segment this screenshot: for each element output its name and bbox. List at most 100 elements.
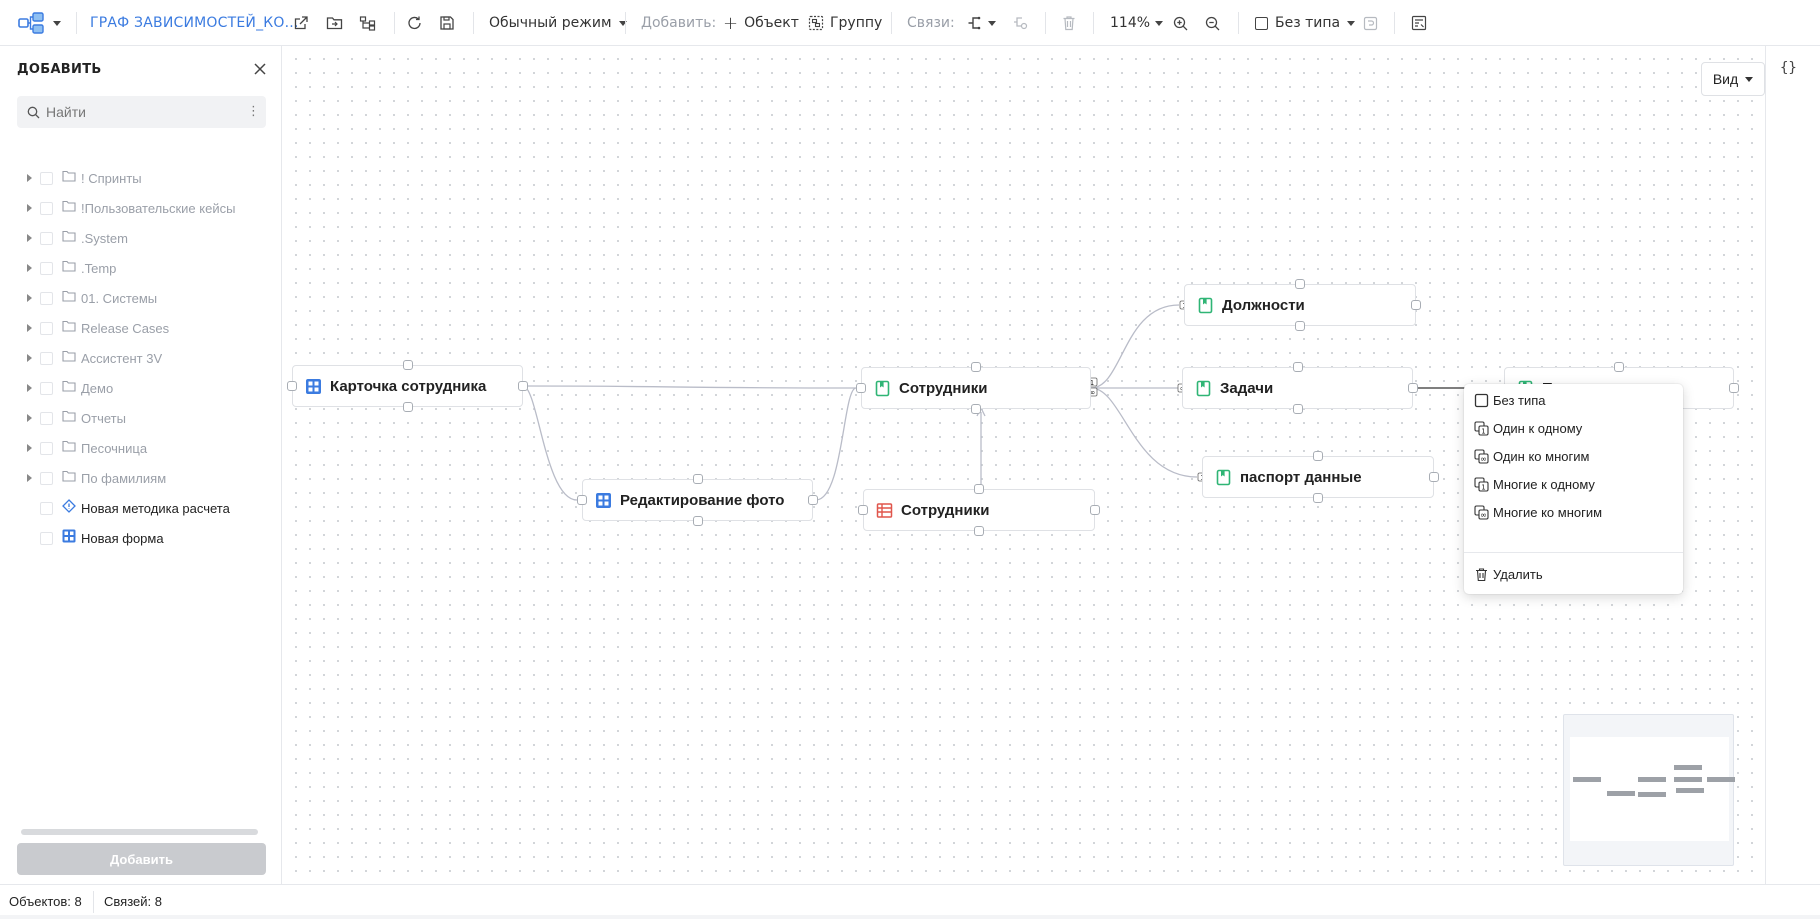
link-settings-button[interactable] <box>1012 0 1028 46</box>
node-tasks[interactable]: Задачи <box>1182 367 1413 409</box>
menu-item-many-to-one[interactable]: 1 Многие к одному <box>1464 470 1683 498</box>
tree-item[interactable]: Ассистент 3V <box>0 343 282 373</box>
json-view-button[interactable]: {} <box>1780 60 1797 76</box>
tree-item[interactable]: .Temp <box>0 253 282 283</box>
port[interactable] <box>1411 300 1421 310</box>
expand-arrow-icon[interactable] <box>27 234 32 242</box>
port[interactable] <box>1295 321 1305 331</box>
node-employees[interactable]: Сотрудники <box>861 367 1091 409</box>
port[interactable] <box>693 474 703 484</box>
node-passport-data[interactable]: паспорт данные <box>1202 456 1434 498</box>
port[interactable] <box>1293 362 1303 372</box>
tree-checkbox[interactable] <box>40 322 53 335</box>
node-positions[interactable]: Должности <box>1184 284 1416 326</box>
tree-checkbox[interactable] <box>40 382 53 395</box>
refresh-button[interactable] <box>406 0 423 46</box>
app-logo-menu[interactable] <box>18 0 61 46</box>
tree-item[interactable]: По фамилиям <box>0 463 282 493</box>
tree-checkbox[interactable] <box>40 232 53 245</box>
tree-checkbox[interactable] <box>40 502 53 515</box>
tree-item[interactable]: Новая форма <box>0 523 282 553</box>
minimap[interactable] <box>1563 714 1734 866</box>
add-group-button[interactable]: Группу <box>808 0 882 46</box>
tree-checkbox[interactable] <box>40 262 53 275</box>
tree-checkbox[interactable] <box>40 292 53 305</box>
port[interactable] <box>808 495 818 505</box>
tree-item[interactable]: .System <box>0 223 282 253</box>
tree-checkbox[interactable] <box>40 352 53 365</box>
tree-item[interactable]: 01. Системы <box>0 283 282 313</box>
port[interactable] <box>1090 505 1100 515</box>
tree-checkbox[interactable] <box>40 412 53 425</box>
move-to-folder-button[interactable] <box>326 0 343 46</box>
tree-item[interactable]: Release Cases <box>0 313 282 343</box>
port[interactable] <box>1429 472 1439 482</box>
menu-item-no-type[interactable]: Без типа <box>1464 386 1683 414</box>
link-type-select[interactable] <box>967 0 996 46</box>
expand-arrow-icon[interactable] <box>27 384 32 392</box>
node-edit-photo[interactable]: Редактирование фото <box>582 479 813 521</box>
port[interactable] <box>287 381 297 391</box>
horizontal-scrollbar[interactable] <box>21 829 258 835</box>
tree-item[interactable]: Новая методика расчета <box>0 493 282 523</box>
port[interactable] <box>518 381 528 391</box>
tree-checkbox[interactable] <box>40 532 53 545</box>
port[interactable] <box>577 495 587 505</box>
expand-arrow-icon[interactable] <box>27 354 32 362</box>
tree-checkbox[interactable] <box>40 442 53 455</box>
tree-item[interactable]: Песочница <box>0 433 282 463</box>
port[interactable] <box>1729 383 1739 393</box>
expand-arrow-icon[interactable] <box>27 204 32 212</box>
mode-select[interactable]: Обычный режим <box>489 0 627 46</box>
zoom-out-button[interactable] <box>1205 0 1220 46</box>
menu-item-one-to-one[interactable]: 1 Один к одному <box>1464 414 1683 442</box>
port[interactable] <box>1408 383 1418 393</box>
add-button[interactable]: Добавить <box>17 843 266 875</box>
tree-item[interactable]: ! Спринты <box>0 163 282 193</box>
save-button[interactable] <box>439 0 455 46</box>
tree-item[interactable]: !Пользовательские кейсы <box>0 193 282 223</box>
tree-item[interactable]: Демо <box>0 373 282 403</box>
structure-button[interactable] <box>359 0 376 46</box>
expand-arrow-icon[interactable] <box>27 414 32 422</box>
search-input[interactable]: Найти ⋮ <box>17 96 266 128</box>
expand-arrow-icon[interactable] <box>27 264 32 272</box>
port[interactable] <box>1293 404 1303 414</box>
view-button[interactable]: Вид <box>1701 62 1765 96</box>
expand-arrow-icon[interactable] <box>27 444 32 452</box>
add-object-button[interactable]: + Объект <box>723 0 799 46</box>
port[interactable] <box>1614 362 1624 372</box>
port[interactable] <box>856 383 866 393</box>
delete-button[interactable] <box>1062 0 1076 46</box>
port[interactable] <box>971 404 981 414</box>
expand-arrow-icon[interactable] <box>27 474 32 482</box>
open-external-button[interactable] <box>293 0 309 46</box>
port[interactable] <box>974 526 984 536</box>
expand-arrow-icon[interactable] <box>27 294 32 302</box>
port[interactable] <box>403 402 413 412</box>
expand-arrow-icon[interactable] <box>27 174 32 182</box>
port[interactable] <box>1295 279 1305 289</box>
port[interactable] <box>1313 493 1323 503</box>
port[interactable] <box>1313 451 1323 461</box>
menu-item-delete[interactable]: Удалить <box>1464 560 1683 588</box>
zoom-in-button[interactable] <box>1173 0 1188 46</box>
tree-item[interactable]: Отчеты <box>0 403 282 433</box>
properties-button[interactable] <box>1411 0 1427 46</box>
zoom-select[interactable]: 114% <box>1110 0 1163 46</box>
port[interactable] <box>971 362 981 372</box>
tree-checkbox[interactable] <box>40 172 53 185</box>
port[interactable] <box>858 505 868 515</box>
port[interactable] <box>693 516 703 526</box>
type-filter-select[interactable]: Без типа <box>1255 0 1355 46</box>
expand-arrow-icon[interactable] <box>27 324 32 332</box>
menu-item-one-to-many[interactable]: ∞ Один ко многим <box>1464 442 1683 470</box>
tree-checkbox[interactable] <box>40 202 53 215</box>
close-icon[interactable] <box>253 62 267 76</box>
document-title[interactable]: ГРАФ ЗАВИСИМОСТЕЙ_КО... <box>90 0 299 46</box>
node-employees-table[interactable]: Сотрудники <box>863 489 1095 531</box>
node-card-employee[interactable]: Карточка сотрудника <box>292 365 523 407</box>
menu-item-many-to-many[interactable]: ∞ Многие ко многим <box>1464 498 1683 526</box>
port[interactable] <box>974 484 984 494</box>
tree-checkbox[interactable] <box>40 472 53 485</box>
